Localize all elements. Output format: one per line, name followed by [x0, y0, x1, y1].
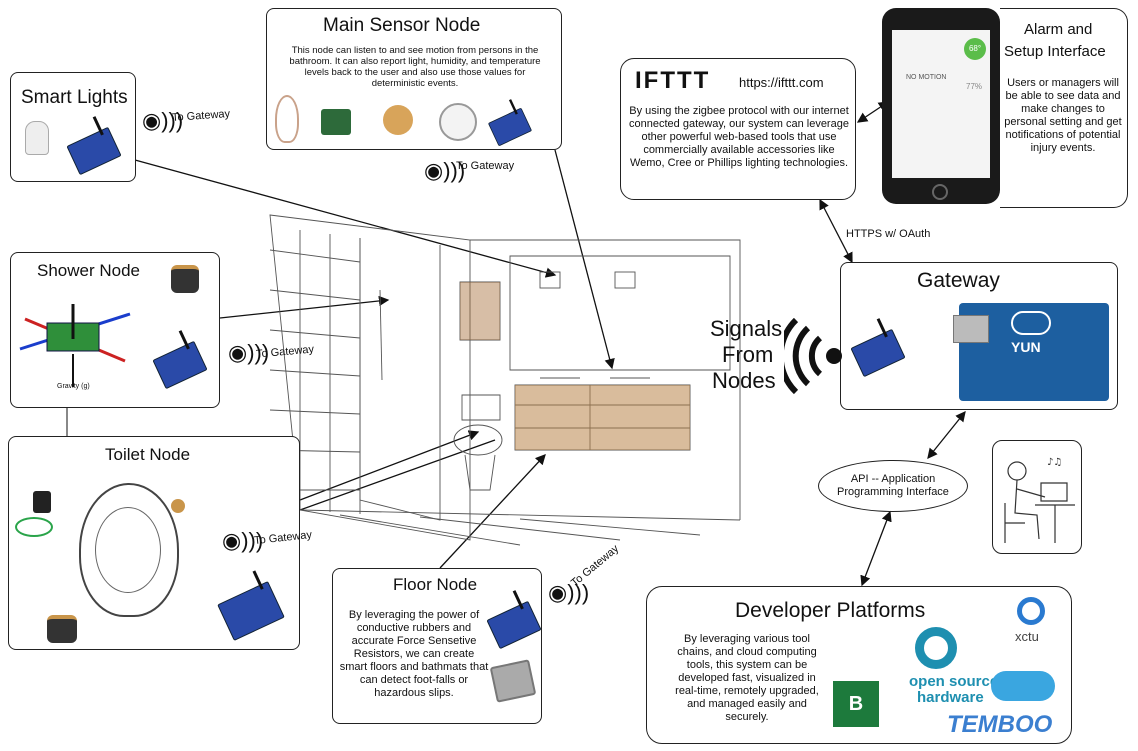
line-shower: [219, 295, 390, 319]
power-adapter-icon: [33, 491, 51, 513]
developer-platforms-box: Developer Platforms By leveraging variou…: [646, 586, 1072, 744]
light-sensor-icon: [383, 105, 413, 135]
main-sensor-body: This node can listen to and see motion f…: [289, 45, 541, 89]
smart-lights-title: Smart Lights: [21, 87, 128, 108]
phone-temp-badge: 68°: [964, 38, 986, 60]
ifttt-logo: IFTTT: [635, 67, 711, 94]
wireless-signal-icon: ◉))): [142, 108, 184, 133]
humidity-gauge-icon: [439, 103, 477, 141]
main-sensor-box: Main Sensor Node This node can listen to…: [266, 8, 562, 150]
floor-to-gateway: To Gateway: [568, 542, 622, 590]
line-main: [554, 149, 615, 370]
ifttt-body: By using the zigbee protocol with our in…: [629, 105, 849, 169]
developer-platforms-title: Developer Platforms: [735, 599, 926, 622]
xbee-module-icon: [66, 126, 122, 176]
phone-icon: NO MOTION 68° 77%: [882, 8, 1000, 204]
motion-sensor-icon: [321, 109, 351, 135]
floor-node-body: By leveraging the power of conductive ru…: [339, 609, 489, 699]
phone-percent: 77%: [966, 82, 983, 91]
wire-coil-icon: [15, 517, 53, 537]
ifttt-box: IFTTT https://ifttt.com By using the zig…: [620, 58, 856, 200]
api-oval: API -- Application Programming Interface: [818, 460, 968, 512]
line-gw-api: [927, 410, 966, 460]
main-sensor-title: Main Sensor Node: [323, 15, 481, 36]
gateway-box: Gateway YUN: [840, 262, 1118, 410]
xbee-module-icon: [217, 581, 285, 641]
toilet-seat-icon: [79, 483, 179, 617]
signals-line3: Nodes: [712, 368, 776, 393]
phone-status: NO MOTION: [906, 74, 947, 81]
developer-platforms-body: By leveraging various tool chains, and c…: [675, 633, 819, 723]
osh-label-2: hardware: [917, 689, 984, 706]
open-source-hardware-gear-icon: [915, 627, 957, 669]
wireless-signal-icon: ◉))): [424, 158, 466, 183]
developer-sketch-box: ♪♫: [992, 440, 1082, 554]
alarm-title-2: Setup Interface: [1004, 43, 1106, 60]
gateway-title: Gateway: [917, 269, 1000, 292]
xbee-module-icon: [152, 340, 208, 390]
wireless-signal-icon: ◉))): [222, 528, 264, 553]
alarm-body: Users or managers will be able to see da…: [1004, 77, 1122, 154]
toilet-node-box: Toilet Node: [8, 436, 300, 650]
api-line2: Programming Interface: [837, 486, 949, 498]
https-label: HTTPS w/ OAuth: [846, 228, 931, 240]
arduino-logo-icon: [1011, 311, 1051, 335]
osh-label-1: open source: [909, 673, 999, 690]
api-line1: API -- Application: [850, 473, 936, 485]
smart-lights-to-gateway: To Gateway: [171, 107, 231, 125]
phone-screen: NO MOTION 68° 77%: [892, 30, 990, 178]
smart-lights-box: Smart Lights: [10, 72, 136, 182]
xbee-module-icon: [486, 600, 542, 650]
wireless-signal-icon: ◉))): [548, 580, 590, 605]
water-valve-icon: [47, 615, 77, 643]
water-valve-icon: [171, 265, 199, 293]
gravity-label: Gravity (g): [57, 383, 90, 390]
toilet-node-title: Toilet Node: [105, 445, 191, 464]
developer-at-desk-icon: ♪♫: [1004, 457, 1075, 543]
signals-line2: From: [722, 342, 774, 367]
line-toilet-2: [299, 439, 496, 511]
line-toilet-1: [299, 430, 480, 501]
force-sensor-pad-icon: [489, 659, 537, 703]
accelerometer-diagram: [19, 304, 131, 387]
xbee-module-icon: [850, 328, 906, 378]
signals-line1: Signals: [710, 316, 783, 341]
cloud-wifi-icon: [991, 671, 1055, 701]
floor-node-title: Floor Node: [393, 575, 478, 594]
shower-node-box: Shower Node Gravity (g): [10, 252, 220, 408]
floor-node-box: Floor Node By leveraging the power of co…: [332, 568, 542, 724]
xbee-module-icon: [487, 107, 533, 147]
xctu-molecule-icon: [1017, 597, 1045, 625]
line-api-dev: [860, 510, 892, 587]
wireless-signal-icon: ◉))): [228, 340, 270, 365]
excel-icon: B: [833, 681, 879, 727]
svg-text:♪♫: ♪♫: [1047, 457, 1062, 468]
ifttt-url: https://ifttt.com: [739, 75, 824, 90]
big-wireless-signal-icon: [784, 318, 842, 395]
temboo-logo: TEMBOO: [947, 711, 1053, 738]
shower-node-title: Shower Node: [37, 261, 141, 280]
xctu-label: xctu: [1015, 629, 1039, 644]
ear-icon: [275, 95, 299, 143]
arduino-yun-board: YUN: [953, 303, 1109, 401]
light-bulb-icon: [25, 121, 49, 155]
home-button-icon: [932, 184, 948, 200]
ethernet-port-icon: [953, 315, 989, 343]
board-label: YUN: [1011, 339, 1041, 355]
toilet-seat-inner: [95, 507, 161, 593]
main-sensor-to-gateway: To Gateway: [456, 160, 515, 172]
alarm-box: Alarm and Setup Interface Users or manag…: [1000, 8, 1128, 208]
line-floor: [439, 454, 546, 569]
force-sensor-icon: [171, 499, 185, 513]
alarm-title-1: Alarm and: [1024, 21, 1093, 38]
